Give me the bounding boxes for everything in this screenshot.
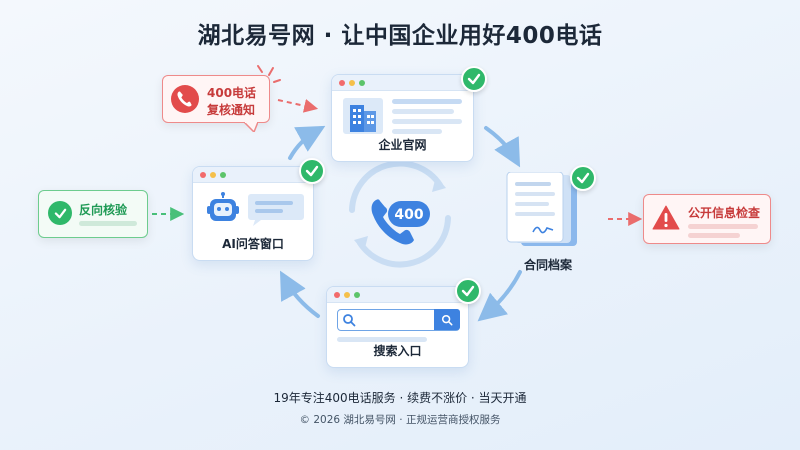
building-icon: [343, 98, 383, 134]
card-notice: 400电话 复核通知: [162, 75, 270, 123]
check-icon: [455, 278, 481, 304]
card-notice-line2: 复核通知: [207, 103, 256, 117]
arrow-search-to-ai: [279, 270, 320, 318]
card-notice-line1: 400电话: [207, 86, 257, 100]
node-website-label: 企业官网: [378, 138, 427, 152]
arrow-notice-to-website: [277, 99, 319, 113]
card-public-label: 公开信息检查: [688, 206, 761, 220]
search-button: [434, 309, 460, 330]
node-search: 搜索入口: [326, 286, 469, 368]
refresh-ring-icon: [349, 160, 451, 268]
center-badge-text: 400: [394, 207, 423, 223]
card-verify: 反向核验: [38, 190, 148, 238]
check-icon: [461, 66, 487, 92]
node-ai: AI问答窗口: [192, 166, 314, 261]
phone-icon: [371, 199, 414, 245]
check-icon: [48, 201, 72, 225]
node-contract: 合同档案: [493, 172, 603, 272]
arrow-contract-to-search: [477, 270, 522, 322]
window-bar: [193, 167, 313, 183]
window-bar: [327, 287, 468, 303]
card-public: 公开信息检查: [643, 194, 771, 244]
arrow-ai-to-website: [288, 125, 326, 160]
center-badge-bg: [388, 201, 430, 227]
arrow-website-to-contract: [484, 126, 521, 168]
chat-bubble-icon: [248, 194, 304, 226]
node-website: 企业官网: [331, 74, 474, 162]
alert-sparks: [257, 65, 281, 83]
card-verify-label: 反向核验: [79, 203, 128, 217]
card-notice-tail: [244, 122, 258, 132]
search-field: [337, 309, 460, 331]
check-icon: [570, 165, 596, 191]
node-search-label: 搜索入口: [373, 344, 422, 358]
check-icon: [299, 158, 325, 184]
node-ai-label: AI问答窗口: [222, 237, 284, 251]
footer-copyright: © 2026 湖北易号网 · 正规运营商授权服务: [299, 414, 501, 426]
warning-icon: [652, 205, 680, 230]
robot-icon: [207, 192, 239, 221]
node-contract-label: 合同档案: [523, 258, 572, 272]
document-icon: [506, 172, 577, 246]
page-title: 湖北易号网 · 让中国企业用好400电话: [197, 23, 603, 49]
window-bar: [332, 75, 473, 91]
search-icon: [441, 314, 453, 325]
footer-tagline: 19年专注400电话服务 · 续费不涨价 · 当天开通: [273, 391, 527, 405]
search-icon: [343, 314, 356, 327]
phone-icon: [171, 85, 199, 113]
